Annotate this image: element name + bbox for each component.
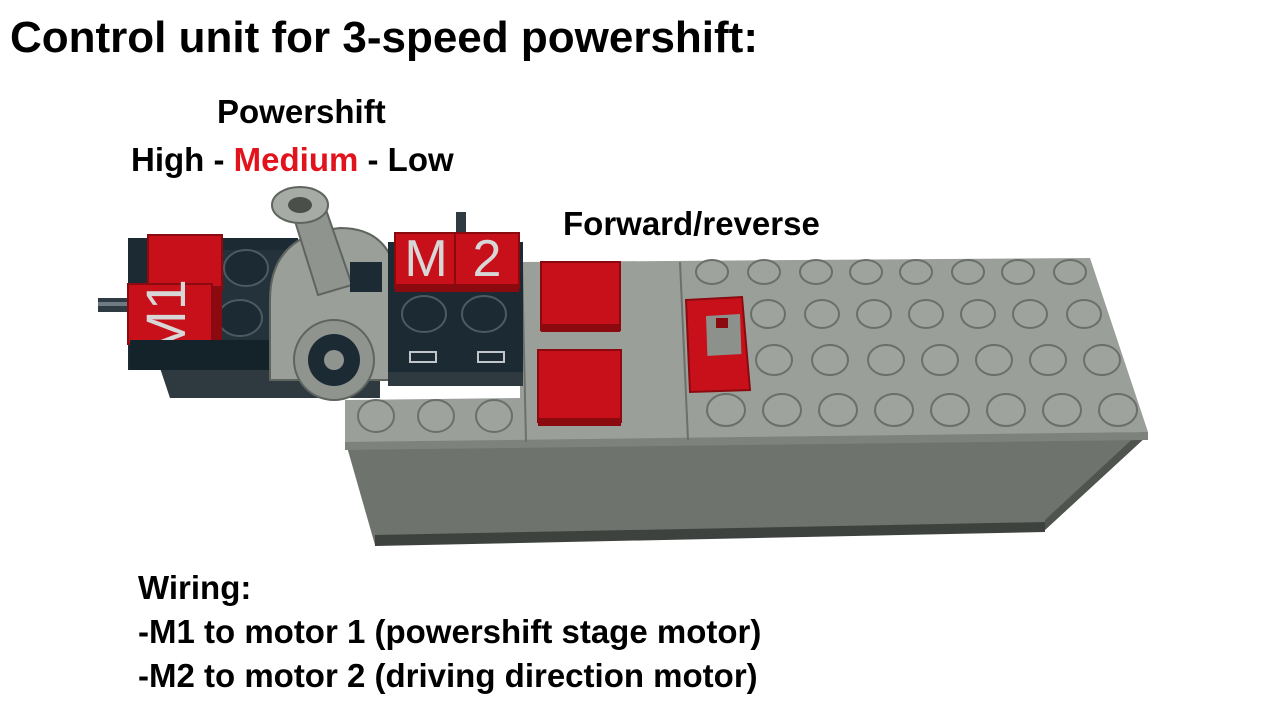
wiring-notes: Wiring: -M1 to motor 1 (powershift stage… xyxy=(138,566,761,698)
wiring-line-m1: -M1 to motor 1 (powershift stage motor) xyxy=(138,613,762,650)
powershift-gear-labels: High - Medium - Low xyxy=(131,143,454,176)
battery-switch xyxy=(684,295,752,394)
m2-button-label-m: M xyxy=(404,230,447,288)
battery-box-studs xyxy=(357,259,1138,433)
wiring-heading: Wiring: xyxy=(138,569,252,606)
gear-high-label: High xyxy=(131,141,205,178)
diagram-title: Control unit for 3-speed powershift: xyxy=(10,13,758,62)
m2-switch-block: M 2 xyxy=(388,230,523,386)
gear-medium-label: Medium xyxy=(233,141,359,178)
gear-low-label: Low xyxy=(387,141,454,178)
powershift-label: Powershift xyxy=(217,93,386,130)
forward-reverse-buttons xyxy=(537,261,622,426)
battery-box-front-face xyxy=(345,435,1148,545)
gear-separator: - xyxy=(358,141,388,178)
forward-reverse-label: Forward/reverse xyxy=(563,205,820,242)
wiring-line-m2: -M2 to motor 2 (driving direction motor) xyxy=(138,657,758,694)
gear-lever xyxy=(269,186,399,401)
gear-separator: - xyxy=(204,141,234,178)
m2-button-label-2: 2 xyxy=(473,230,502,288)
